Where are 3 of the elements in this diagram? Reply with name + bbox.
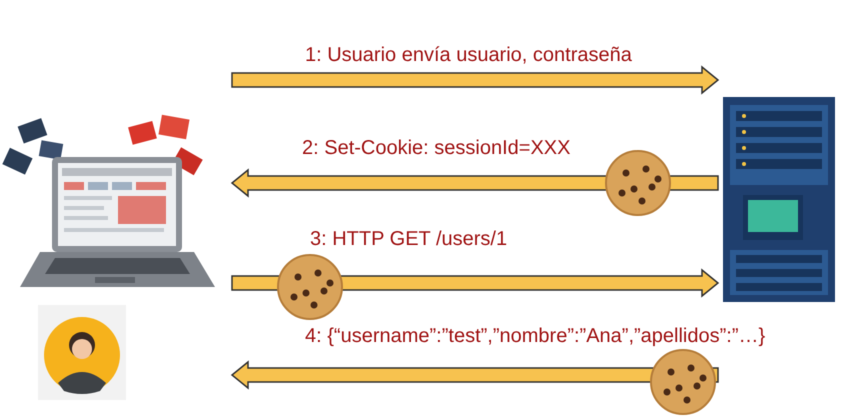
block-arrow (231, 65, 720, 95)
edge-label: 1: Usuario envía usuario, contraseña (305, 44, 632, 66)
edge-label: 4: {“username”:”test”,”nombre”:”Ana”,”apellidos”:”…} (305, 325, 766, 347)
